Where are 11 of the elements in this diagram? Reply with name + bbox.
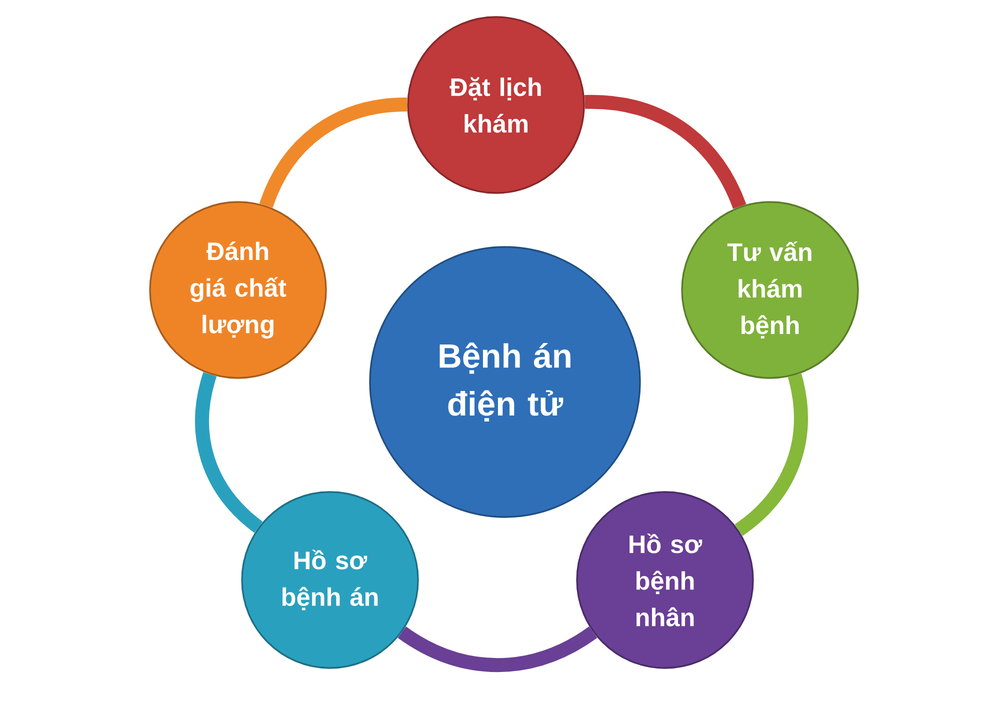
circle-node: Đánh giá chất lượng xyxy=(149,201,327,379)
circle-node: Tư vấn khám bệnh xyxy=(681,201,859,379)
ring-arc xyxy=(734,374,808,536)
circle-node: Bệnh án điện tử xyxy=(369,246,641,518)
circle-node: Hồ sơ bệnh án xyxy=(241,491,419,669)
ring-arc xyxy=(195,372,263,533)
circle-node: Hồ sơ bệnh nhân xyxy=(576,491,754,669)
circle-node: Đặt lịch khám xyxy=(407,16,585,194)
ring-arc xyxy=(398,626,597,672)
ring-arc xyxy=(584,94,746,210)
ring-arc xyxy=(259,97,408,208)
